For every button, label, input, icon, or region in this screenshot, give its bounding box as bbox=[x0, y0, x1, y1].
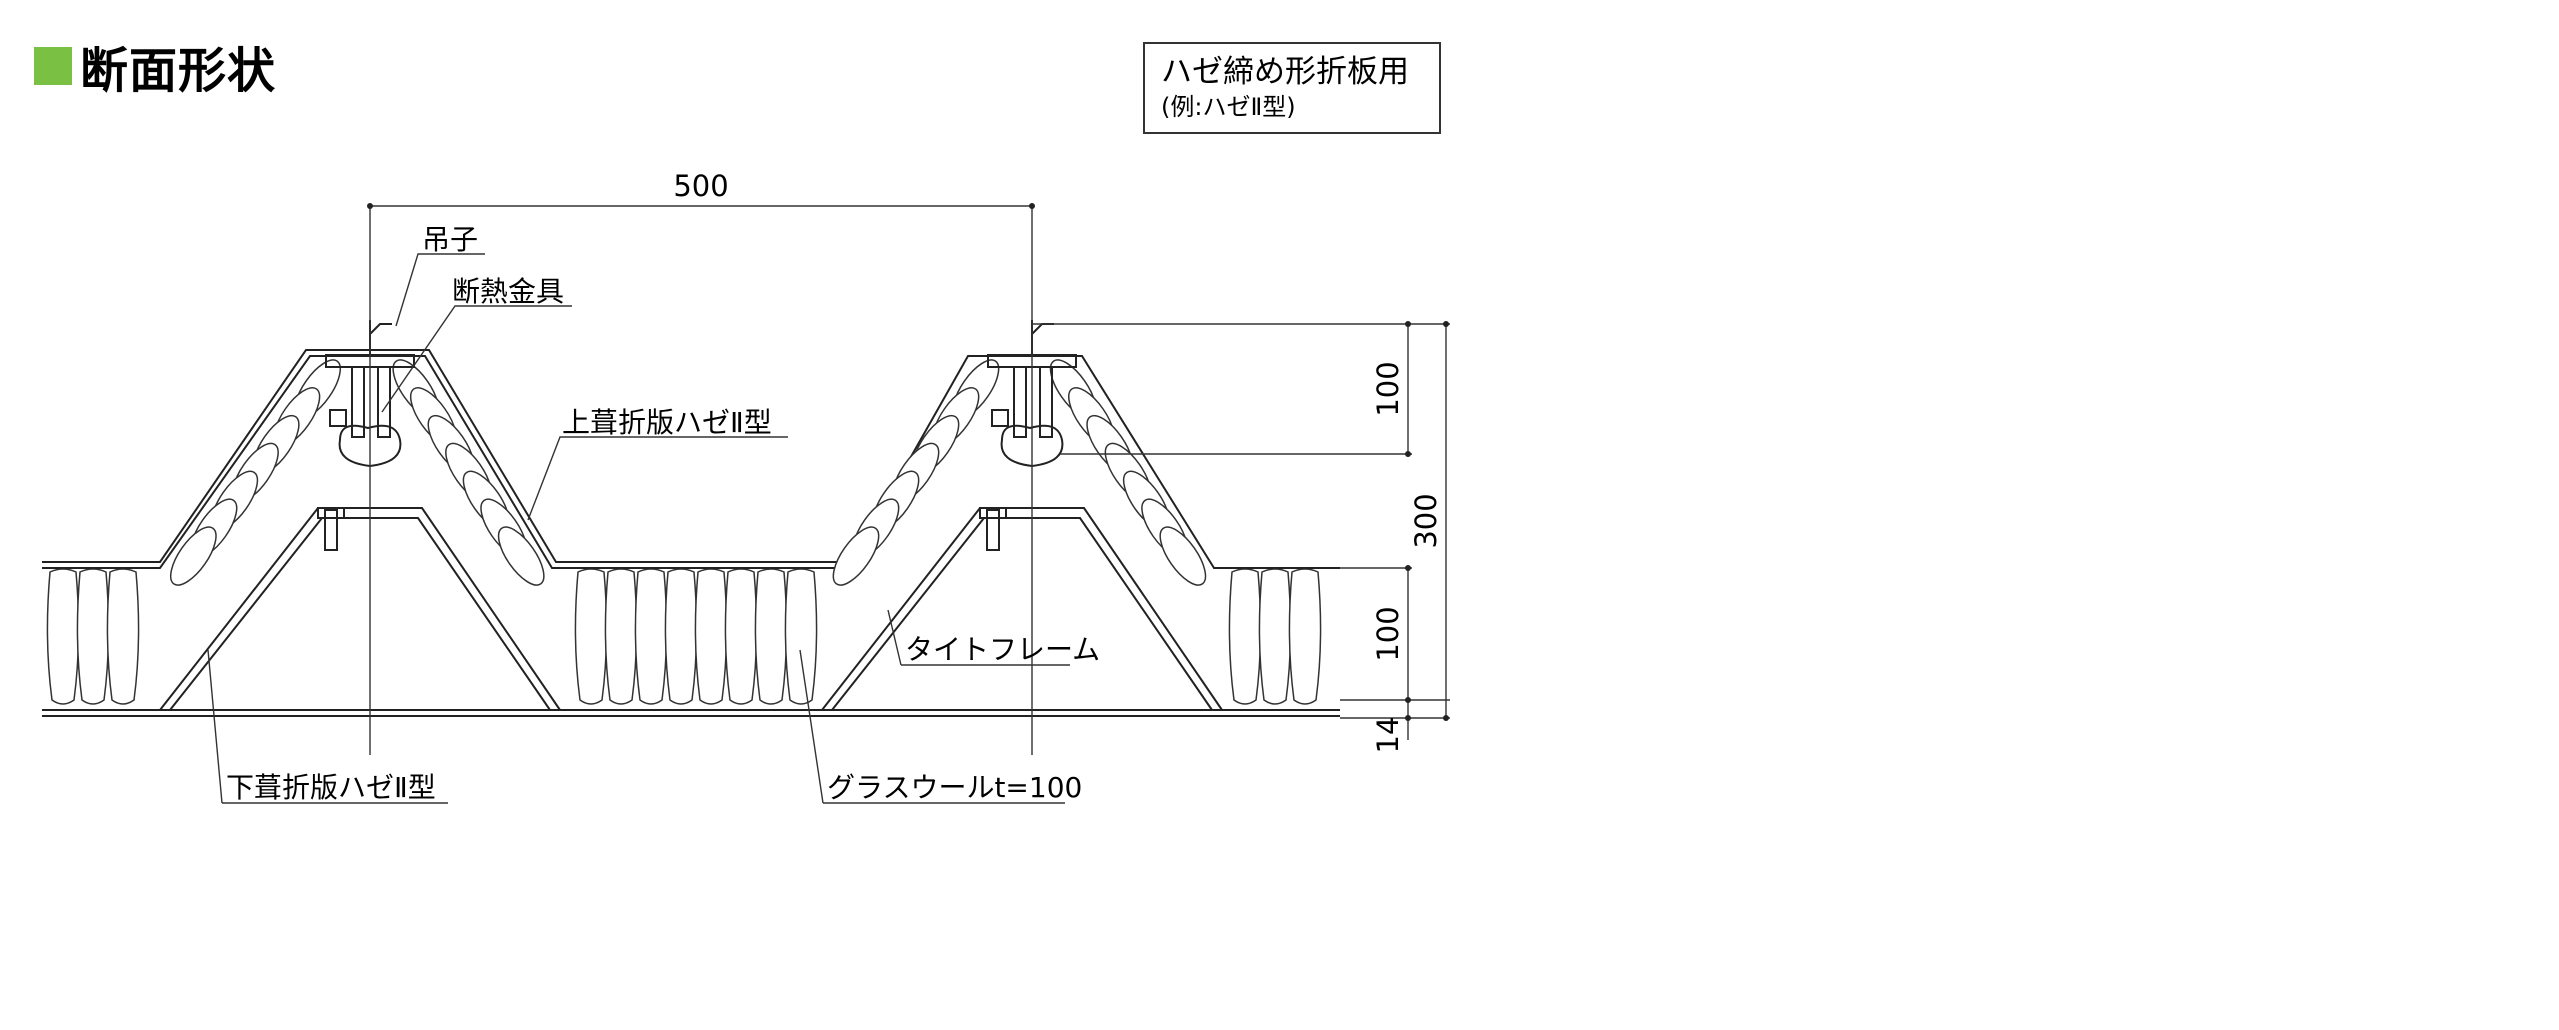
label-glasswool: グラスウールt=100 bbox=[827, 771, 1082, 804]
seam-fixture-left bbox=[317, 320, 415, 551]
glasswool-flat-block bbox=[574, 568, 608, 705]
dimension-pitch-label: 500 bbox=[673, 169, 728, 203]
glasswool-flat-block bbox=[1288, 568, 1322, 705]
glasswool-flat-block bbox=[76, 568, 110, 705]
glasswool-slope-insulation bbox=[169, 359, 1207, 586]
label-tight-frame: タイトフレーム bbox=[905, 633, 1100, 666]
upper-panel-profile bbox=[42, 349, 1340, 569]
spec-box: ハゼ締め形折板用 (例:ハゼⅡ型) bbox=[1143, 42, 1441, 134]
label-tsuriko: 吊子 bbox=[422, 223, 478, 256]
glasswool-flat-block bbox=[1228, 568, 1262, 705]
label-lower-panel: 下葺折版ハゼⅡ型 bbox=[226, 771, 436, 804]
glasswool-flat-block bbox=[46, 568, 80, 705]
dimension-pitch bbox=[367, 203, 1035, 209]
spec-sub-text: (例:ハゼⅡ型) bbox=[1161, 93, 1296, 121]
title-text: 断面形状 bbox=[80, 43, 277, 99]
dimension-total-label: 300 bbox=[1409, 493, 1443, 548]
seam-fixture-right bbox=[979, 320, 1077, 551]
glasswool-flat-insulation bbox=[46, 568, 1322, 705]
page-title: 断面形状 bbox=[34, 38, 276, 99]
label-upper-panel: 上葺折版ハゼⅡ型 bbox=[562, 406, 772, 439]
glasswool-flat-block bbox=[784, 568, 818, 705]
dimension-insulation-label: 100 bbox=[1371, 606, 1405, 661]
spec-main-text: ハゼ締め形折板用 bbox=[1161, 54, 1409, 90]
leader-lines bbox=[207, 253, 1070, 804]
lower-base-sheet bbox=[42, 709, 1340, 717]
glasswool-flat-block bbox=[604, 568, 638, 705]
dimension-vertical bbox=[1032, 321, 1450, 740]
title-square-icon bbox=[34, 47, 72, 85]
glasswool-slope-block bbox=[1159, 526, 1207, 586]
center-lines bbox=[369, 205, 1033, 755]
dimension-top-label: 100 bbox=[1371, 361, 1405, 416]
glasswool-flat-block bbox=[754, 568, 788, 705]
label-dannetsu: 断熱金具 bbox=[452, 275, 564, 308]
glasswool-slope-block bbox=[497, 526, 545, 586]
glasswool-flat-block bbox=[724, 568, 758, 705]
glasswool-slope-block bbox=[832, 526, 880, 586]
glasswool-flat-block bbox=[106, 568, 140, 705]
glasswool-flat-block bbox=[634, 568, 668, 705]
dimension-base-label: 14 bbox=[1371, 717, 1405, 754]
glasswool-flat-block bbox=[694, 568, 728, 705]
glasswool-flat-block bbox=[1258, 568, 1292, 705]
glasswool-flat-block bbox=[664, 568, 698, 705]
glasswool-slope-block bbox=[169, 526, 217, 586]
